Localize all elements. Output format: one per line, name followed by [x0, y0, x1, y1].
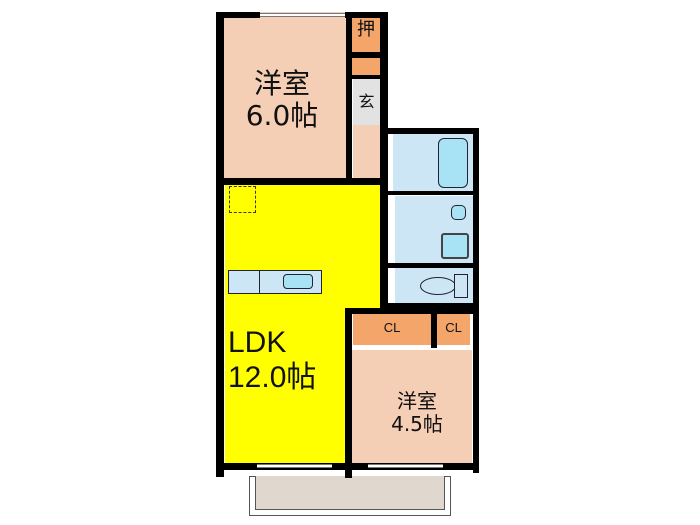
ldk-lower: [225, 313, 345, 463]
window: [368, 464, 443, 468]
wall: [380, 12, 388, 312]
toilet: [420, 277, 456, 295]
closet-1-label: CL: [383, 320, 401, 335]
kitchen-divider: [259, 270, 260, 294]
toilet-tank: [454, 274, 468, 298]
closet-2: [437, 313, 470, 345]
oshiire: [352, 16, 380, 53]
room-name: LDK: [228, 326, 287, 359]
wall: [216, 12, 260, 18]
room-size: 4.5帖: [391, 412, 443, 436]
balcony-floor: [255, 476, 445, 510]
room-size: 6.0帖: [245, 99, 319, 133]
wall: [385, 128, 477, 134]
western-room-2: [352, 350, 472, 463]
kitchen-sink: [283, 274, 313, 289]
room-name: 洋室: [397, 389, 437, 413]
sink: [451, 205, 466, 220]
room-name: 洋室: [253, 67, 310, 100]
wall: [345, 308, 479, 314]
wall: [388, 263, 478, 268]
window: [260, 13, 345, 17]
western-room-1: [220, 12, 350, 184]
wall: [216, 12, 224, 477]
ventilation-mark: [229, 186, 256, 213]
washing-machine-pan: [441, 233, 469, 259]
genkan: [353, 79, 380, 125]
wall: [346, 52, 386, 58]
room-size: 12.0帖: [228, 360, 317, 394]
wall: [388, 191, 478, 195]
wall: [216, 463, 479, 470]
bathtub: [438, 138, 468, 188]
wall: [346, 75, 386, 79]
wall: [216, 178, 388, 185]
wall: [345, 308, 352, 478]
wall: [346, 12, 352, 182]
wall: [345, 12, 387, 18]
closet-2-label: CL: [445, 320, 462, 335]
western-room-2-label: 洋室 4.5帖: [372, 390, 462, 436]
wall: [473, 128, 479, 473]
western-room-1-label: 洋室 6.0帖: [232, 67, 332, 133]
wall: [431, 312, 437, 348]
wall: [388, 303, 478, 309]
hallway: [353, 125, 380, 183]
window: [257, 464, 332, 468]
closet-1: [353, 313, 431, 345]
genkan-label: 玄: [358, 92, 375, 111]
oshiire-label: 押: [357, 19, 375, 40]
ldk-label: LDK 12.0帖: [228, 326, 338, 395]
shoe-storage: [352, 58, 380, 75]
